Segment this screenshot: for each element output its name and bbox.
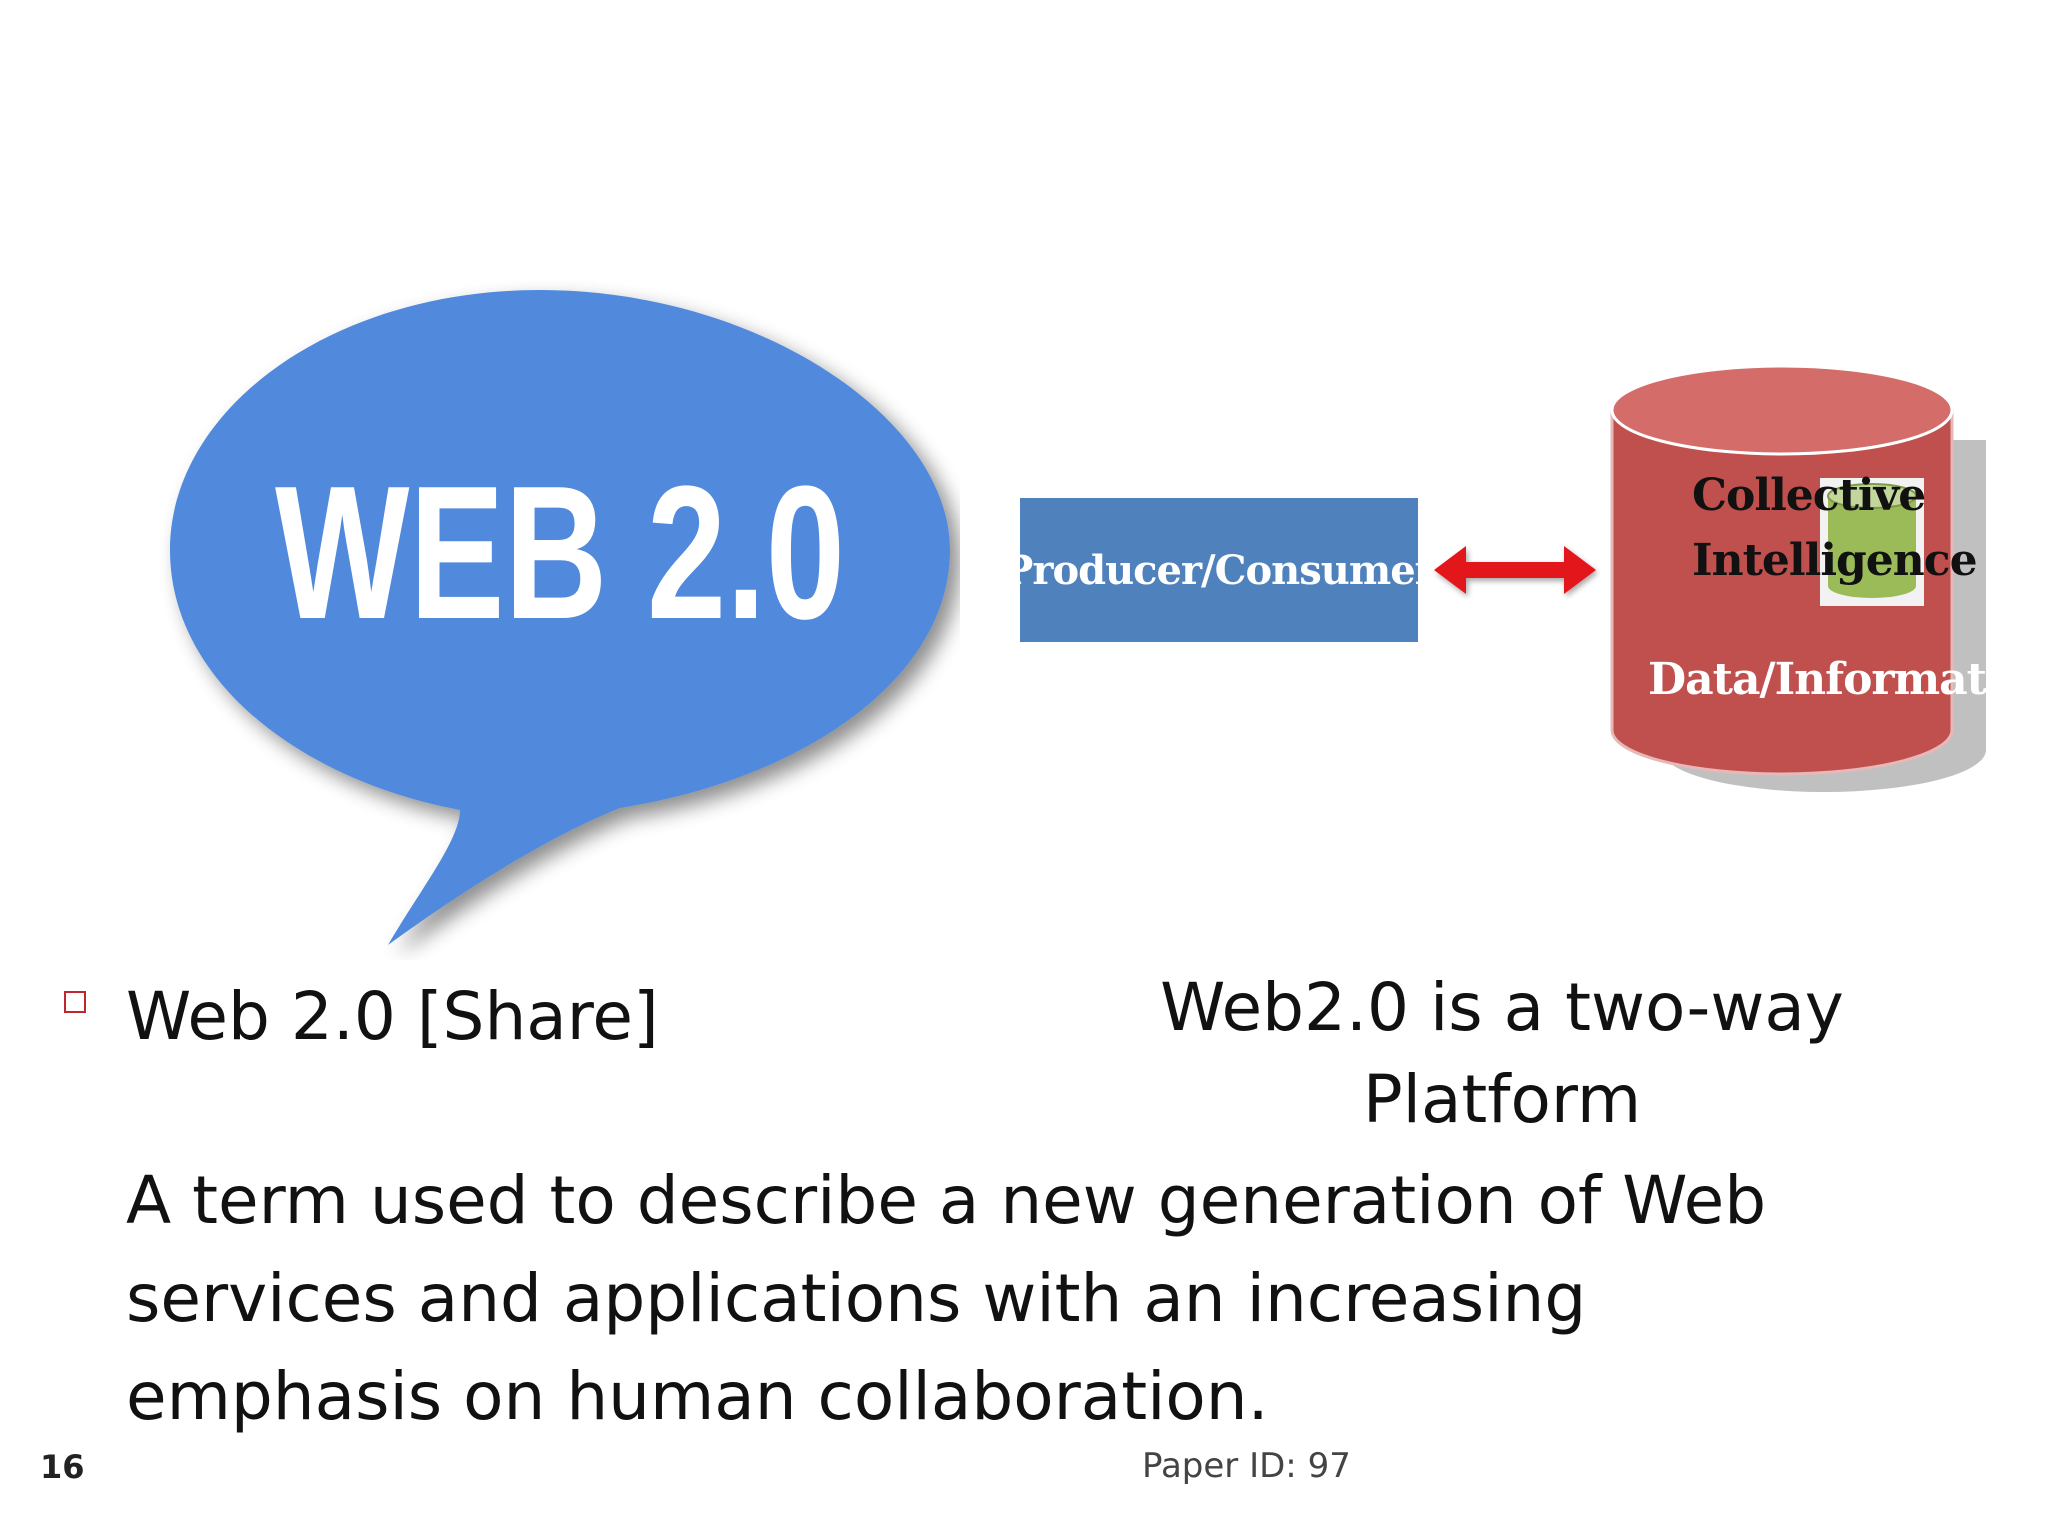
speech-bubble-shape: WEB 2.0 [170, 290, 950, 945]
bullet-heading: Web 2.0 [Share] [126, 978, 659, 1055]
data-information-label: Data/Information [1648, 654, 2048, 705]
page-number: 16 [40, 1448, 85, 1486]
data-information-cylinder [1610, 364, 1986, 792]
web20-speech-bubble: WEB 2.0 [160, 280, 960, 960]
web20-bubble-text: WEB 2.0 [275, 447, 845, 659]
intelligence-label: Intelligence [1692, 535, 1978, 586]
collective-label: Collective [1692, 470, 1926, 521]
producer-consumer-label: Producer/Consumer [1003, 546, 1435, 594]
small-database-icon [1820, 478, 1924, 606]
platform-note-line1: Web2.0 is a two-way [1160, 969, 1844, 1046]
paper-id: Paper ID: 97 [1142, 1446, 1351, 1486]
bullet-square-icon [64, 991, 86, 1013]
bidirectional-arrow-icon [1434, 546, 1596, 594]
web20-description: A term used to describe a new generation… [126, 1162, 1767, 1435]
producer-consumer-box: Producer/Consumer [1003, 498, 1436, 642]
two-way-platform-note: Web2.0 is a two-way Platform [1142, 962, 1862, 1146]
platform-note-line2: Platform [1362, 1061, 1642, 1138]
